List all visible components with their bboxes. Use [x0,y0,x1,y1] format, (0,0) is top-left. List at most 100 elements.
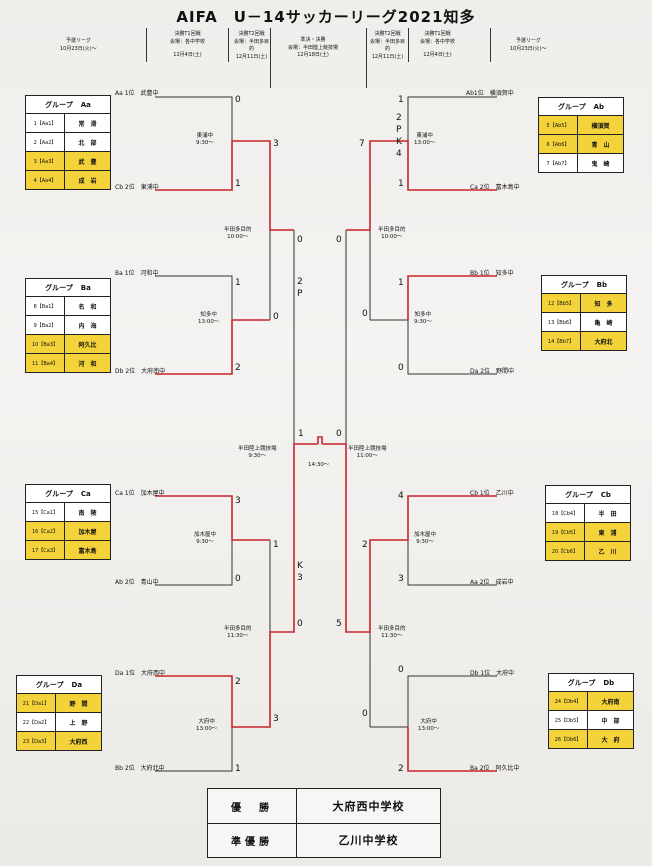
group-code: 8【Ba1】 [26,297,65,315]
pk-mark: P [396,125,402,135]
bracket-line [407,141,497,191]
group-team: 武 豊 [78,158,97,166]
group-code: 21【Da1】 [17,694,56,712]
score: 0 [336,235,342,245]
pk-mark: 2 [396,113,402,123]
group-row: 20【Cb6】乙 川 [546,542,630,560]
group-row: 19【Cb5】東 浦 [546,523,630,542]
team-label: Da 1位 大府西中 [115,670,166,677]
score: 2 [398,764,404,774]
venue-time: 11:30～ [381,633,403,640]
group-row: 11【Ba4】河 和 [26,354,110,372]
group-name: Ba [80,283,91,292]
group-label: グループ [561,280,589,289]
group-row: 1【Aa1】常 滑 [26,114,110,133]
group-row: 17【Ca3】富木島 [26,541,110,559]
group-row: 12【Bb5】知 多 [542,294,626,313]
bracket-line [346,229,371,320]
group-name: Aa [80,100,91,109]
group-row: 25【Db5】中 部 [549,711,633,730]
group-team: 加木屋 [78,528,97,536]
winner-path [407,275,497,320]
group-label: グループ [45,100,73,109]
bracket-line [293,230,318,445]
venue-name: 半田多目的 [378,626,406,632]
winner-row: 優 勝 大府西中学校 [208,789,440,824]
header-label: 会場：各中学校 [170,38,206,45]
group-name: Da [71,680,83,689]
winner-path [317,436,323,444]
score: 1 [398,95,404,105]
team-label: Cb 2位 東浦中 [115,184,159,191]
group-name: Bb [596,280,607,289]
group-name: Ab [593,102,605,111]
group-label: グループ [557,102,586,111]
group-row: 15【Ca1】 南 陵 [26,503,110,522]
venue-time: 13:00～ [196,726,218,733]
winner-path [155,140,294,231]
group-code: 20【Cb6】 [546,542,585,560]
group-code: 2【Aa2】 [26,133,65,151]
team-label: Ba 1位 河和中 [115,270,159,277]
group-team: 鬼 崎 [591,160,610,168]
score: 5 [336,619,342,629]
group-row: 21【Da1】 野 間 [17,694,101,713]
group-row: 6【Ab6】青 山 [539,135,623,154]
group-team: 大府南 [601,698,620,706]
team-label: Ab1位 横須賀中 [466,90,514,97]
team-label: Ca 1位 加木屋中 [115,490,165,497]
group-label: グループ [35,680,64,689]
bracket-line [407,540,497,586]
venue-time: 9:30～ [248,453,267,460]
group-code: 16【Ca2】 [26,522,65,540]
venue-name: 加木屋中 [194,532,217,538]
venue-time: 9:30～ [196,140,214,147]
venue-name: 東浦中 [416,133,433,139]
group-code: 17【Ca3】 [26,541,65,559]
group-row: 14【Bb7】大府北 [542,332,626,350]
header-date: 12月4日(土) [423,52,452,58]
group-code: 13【Bb6】 [542,313,581,331]
header-divider [490,28,491,62]
score: 1 [273,540,279,550]
score: 2 [362,540,368,550]
team-label: Bb 1位 知多中 [470,270,514,277]
group-label: グループ [45,283,73,292]
header-date: 10月23日(火)～ [60,45,97,52]
group-row: 26【Db6】大 府 [549,730,633,748]
score: 1 [398,179,404,189]
header-label: 決勝T2回戦 [374,31,401,37]
score: 1 [235,278,241,288]
team-label: Bb 2位 大府北中 [115,765,165,772]
group-code: 1【Aa1】 [26,114,65,132]
group-row: 7【Ab7】鬼 崎 [539,154,623,172]
group-team: 大府北 [594,338,613,346]
group-header: グループ Ab [539,98,623,116]
group-team: 北 部 [78,139,97,147]
group-code: 15【Ca1】 [26,503,65,521]
group-label: グループ [567,678,596,687]
score: 0 [362,709,368,719]
group-team: 野 間 [69,700,88,708]
venue-name: 半田多目的 [224,227,252,233]
group-team: 南 陵 [78,509,97,517]
winner-path [155,495,270,541]
runner-up-label: 準優勝 [208,823,297,857]
score: 3 [273,714,279,724]
winner-team: 大府西中学校 [332,800,405,813]
group-row: 23【Da3】大府西 [17,732,101,750]
header-divider [146,28,147,62]
